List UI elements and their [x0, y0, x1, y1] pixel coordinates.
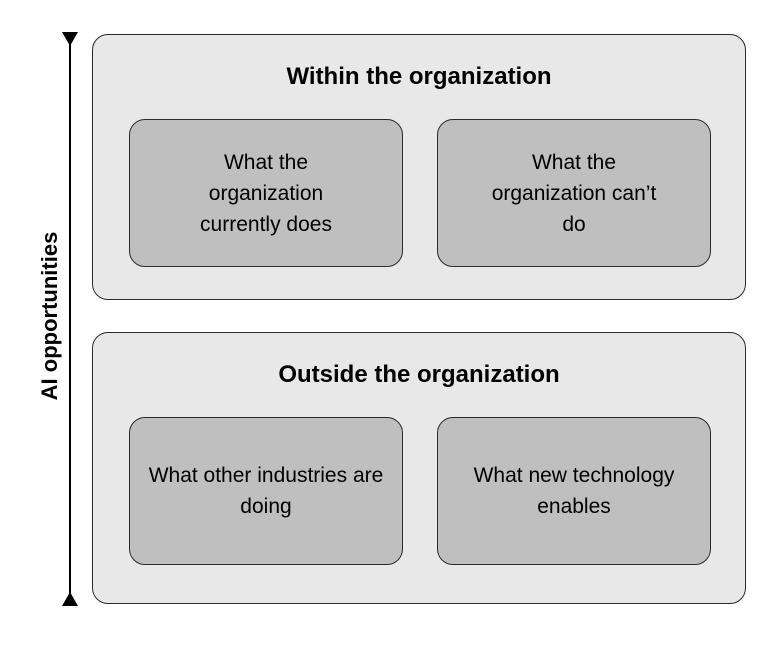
within-organization-title: Within the organization — [286, 63, 552, 90]
other-industries-card: What other industries are doing — [129, 417, 403, 565]
cant-do-text: What the organization can’t do — [491, 150, 657, 236]
currently-does-text: What the organization currently does — [200, 150, 332, 236]
new-technology-card: What new technology enables — [437, 417, 711, 565]
axis-line — [69, 40, 71, 598]
axis-arrow-down-icon — [62, 592, 78, 606]
ai-opportunities-axis — [58, 32, 82, 606]
cant-do-card: What the organization can’t do — [437, 119, 711, 267]
axis-arrow-up-icon — [62, 32, 78, 46]
within-organization-panel: Within the organization What the organiz… — [92, 34, 746, 300]
axis-label: AI opportunities — [37, 231, 62, 401]
new-technology-text: What new technology enables — [473, 464, 675, 518]
outside-organization-title: Outside the organization — [278, 361, 560, 388]
currently-does-card: What the organization currently does — [129, 119, 403, 267]
other-industries-text: What other industries are doing — [148, 464, 384, 518]
outside-organization-panel: Outside the organization What other indu… — [92, 332, 746, 604]
